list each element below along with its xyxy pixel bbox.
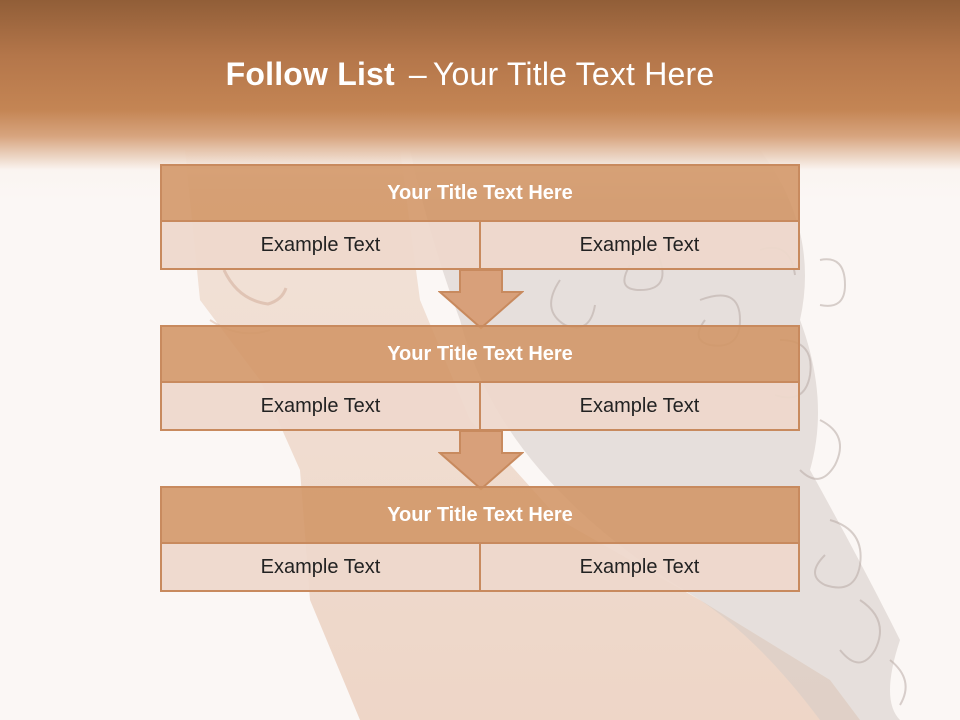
title-bold: Follow List: [225, 56, 395, 92]
step-row: Example Text Example Text: [162, 544, 798, 590]
step-box-2: Your Title Text Here Example Text Exampl…: [160, 325, 800, 431]
step-cell-left: Example Text: [162, 383, 481, 429]
step-box-1: Your Title Text Here Example Text Exampl…: [160, 164, 800, 270]
step-title: Your Title Text Here: [162, 166, 798, 222]
step-title: Your Title Text Here: [162, 488, 798, 544]
step-cell-left: Example Text: [162, 222, 481, 268]
arrow-down-icon: [438, 431, 524, 491]
slide-title: Follow List–Your Title Text Here: [0, 56, 940, 93]
step-cell-right: Example Text: [481, 383, 798, 429]
step-cell-left: Example Text: [162, 544, 481, 590]
step-row: Example Text Example Text: [162, 383, 798, 429]
arrow-down-icon: [438, 270, 524, 330]
step-box-3: Your Title Text Here Example Text Exampl…: [160, 486, 800, 592]
step-row: Example Text Example Text: [162, 222, 798, 268]
title-rest: Your Title Text Here: [432, 56, 715, 92]
step-title: Your Title Text Here: [162, 327, 798, 383]
step-cell-right: Example Text: [481, 222, 798, 268]
step-cell-right: Example Text: [481, 544, 798, 590]
title-dash: –: [408, 56, 427, 92]
